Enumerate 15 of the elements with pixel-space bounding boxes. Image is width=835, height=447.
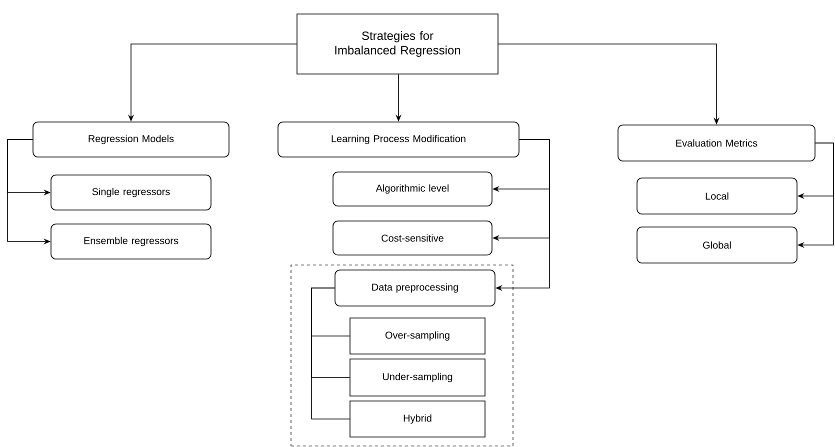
method-box: Under-sampling <box>350 358 486 396</box>
title-box: Strategies for Imbalanced Regression <box>296 14 498 74</box>
category-box: Single regressors <box>50 174 212 210</box>
dashed-group-box <box>290 264 514 446</box>
category-box: Data preprocessing <box>334 270 496 306</box>
method-box: Over-sampling <box>350 318 486 354</box>
category-box: Learning Process Modification <box>278 122 520 158</box>
category-box: Local <box>636 178 798 214</box>
category-box: Global <box>636 226 798 264</box>
method-box: Hybrid <box>350 400 486 438</box>
category-box: Algorithmic level <box>332 172 492 206</box>
category-box: Cost-sensitive <box>332 220 492 256</box>
category-box: Regression Models <box>32 122 230 158</box>
category-box: Ensemble regressors <box>50 224 212 260</box>
category-box: Evaluation Metrics <box>618 124 816 162</box>
